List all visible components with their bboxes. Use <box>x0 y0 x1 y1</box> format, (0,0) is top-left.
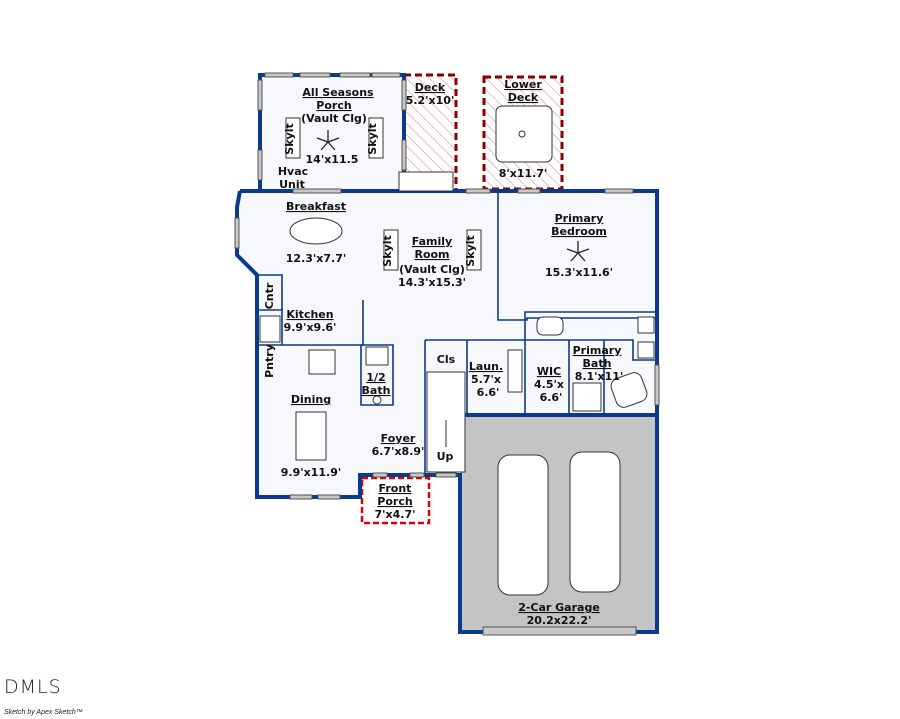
house-floor <box>237 191 657 497</box>
hot-tub <box>495 105 553 163</box>
car <box>497 454 549 596</box>
fireplace <box>398 171 454 192</box>
front-porch-label: Porch <box>377 495 412 508</box>
hvac-label: Hvac <box>278 165 308 178</box>
skylight-label: Skylt <box>381 235 394 266</box>
dmls-logo: DMLS <box>4 676 62 698</box>
family-room-size: 14.3'x15.3' <box>398 276 466 289</box>
hot-tub-drain <box>518 130 526 138</box>
half-bath-sink <box>365 346 389 366</box>
kitchen-size: 9.9'x9.6' <box>284 321 337 334</box>
ceiling-fan-icon <box>316 130 340 151</box>
primary-bath-size: 8.1'x11' <box>575 370 624 383</box>
stairs-up-label: Up <box>437 450 454 463</box>
windows <box>234 72 660 636</box>
ceiling-fan-icon <box>566 241 590 262</box>
toilet <box>372 395 382 405</box>
porch-note: (Vault Clg) <box>301 112 367 125</box>
garage-size: 20.2x22.2' <box>527 614 592 627</box>
porch-label: Porch <box>316 99 351 112</box>
half-bath-label: 1/2 <box>366 371 385 384</box>
lower-deck-label: Lower <box>504 78 542 91</box>
family-room-label: Family <box>412 235 452 248</box>
dining-label: Dining <box>291 393 331 406</box>
interior-walls <box>257 191 657 475</box>
wic-label: WIC <box>537 365 561 378</box>
laundry-label: Laun. <box>469 360 503 373</box>
primary-bath-label: Bath <box>583 357 612 370</box>
sketch-credit: Sketch by Apex Sketch™ <box>4 709 83 716</box>
porch-label: All Seasons <box>302 86 374 99</box>
rear-wall <box>240 189 659 415</box>
primary-bath-label: Primary <box>573 344 622 357</box>
lower-deck-label: Deck <box>508 91 539 104</box>
laundry-size: 6.6' <box>477 386 500 399</box>
breakfast-table <box>289 217 343 245</box>
pantry-label: Pntry <box>263 344 276 378</box>
skylight <box>368 117 384 159</box>
breakfast-label: Breakfast <box>286 200 346 213</box>
deck-size: 5.2'x10' <box>406 94 455 107</box>
car <box>569 451 621 593</box>
porch-size: 14'x11.5 <box>306 153 359 166</box>
dining-table <box>295 411 327 461</box>
lower-deck-size: 8'x11.7' <box>499 167 548 180</box>
skylight <box>466 229 482 271</box>
range <box>308 349 336 375</box>
washer-dryer <box>507 349 523 393</box>
front-porch-label: Front <box>379 482 412 495</box>
sink <box>637 316 655 334</box>
primary-bedroom-label: Bedroom <box>551 225 607 238</box>
family-room-note: (Vault Clg) <box>399 263 465 276</box>
breakfast-size: 12.3'x7.7' <box>286 252 346 265</box>
dining-size: 9.9'x11.9' <box>281 466 341 479</box>
skylight <box>285 117 301 159</box>
primary-bedroom-size: 15.3'x11.6' <box>545 266 613 279</box>
kitchen-label: Kitchen <box>286 308 333 321</box>
front-porch-size: 7'x4.7' <box>375 508 416 521</box>
fixtures <box>259 117 655 596</box>
family-room-label: Room <box>414 248 449 261</box>
shower <box>572 382 602 412</box>
skylight-label: Skylt <box>283 123 296 154</box>
half-bath-label: Bath <box>362 384 391 397</box>
stairs <box>426 371 466 473</box>
sink <box>637 341 655 359</box>
toilet <box>536 316 564 336</box>
skylight-label: Skylt <box>464 235 477 266</box>
foyer-size: 6.7'x8.9' <box>372 445 425 458</box>
foyer-label: Foyer <box>381 432 416 445</box>
skylight-label: Skylt <box>366 123 379 154</box>
front-porch <box>360 476 431 525</box>
laundry-size: 5.7'x <box>471 373 501 386</box>
garage-floor <box>460 415 657 632</box>
bathtub <box>610 372 648 408</box>
garage-label: 2-Car Garage <box>518 601 600 614</box>
wic-size: 4.5'x <box>534 378 564 391</box>
wic-size: 6.6' <box>540 391 563 404</box>
skylight <box>383 229 399 271</box>
closet-label: Cls <box>437 353 456 366</box>
counter-label: Cntr <box>263 282 276 309</box>
hvac-label: Unit <box>279 178 305 191</box>
refrigerator <box>259 315 281 343</box>
deck-label: Deck <box>415 81 446 94</box>
primary-bedroom-label: Primary <box>555 212 604 225</box>
